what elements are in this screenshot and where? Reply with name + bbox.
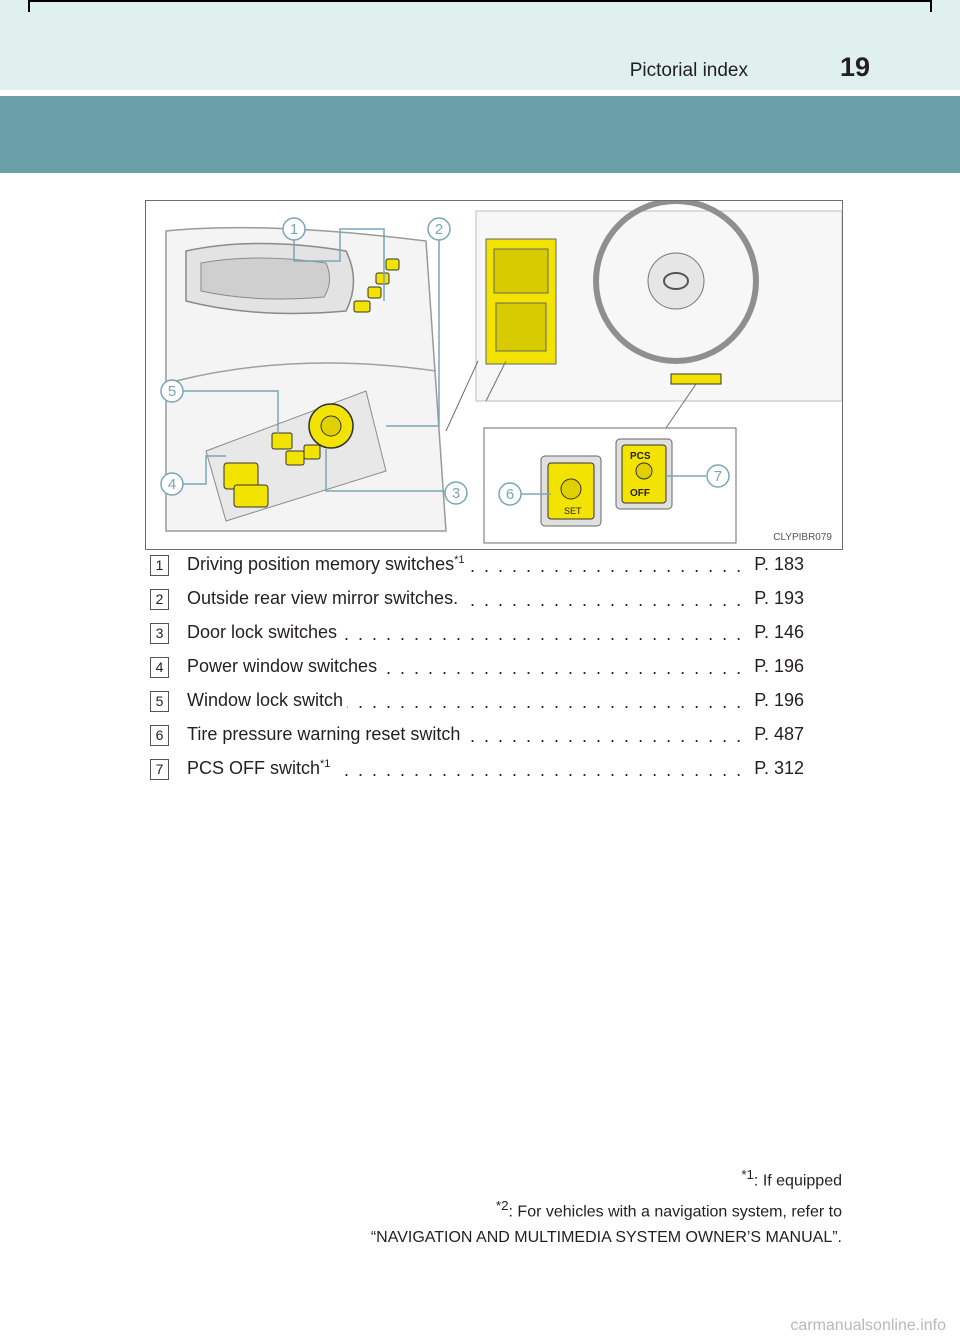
header-rule: [28, 0, 932, 2]
callout-1-label: 1: [290, 221, 298, 238]
callout-5-label: 5: [168, 383, 176, 400]
item-label: Door lock switches: [187, 622, 342, 643]
page-reference[interactable]: P. 196: [750, 656, 804, 677]
page-reference[interactable]: P. 183: [750, 554, 804, 575]
callout-4: 4: [160, 472, 184, 496]
callout-3-label: 3: [452, 485, 460, 502]
callout-1: 1: [282, 217, 306, 241]
item-number: 5: [150, 691, 169, 712]
page-reference[interactable]: P. 193: [750, 588, 804, 609]
page-reference[interactable]: P. 196: [750, 690, 804, 711]
footnote-1: *1: If equipped: [371, 1162, 842, 1193]
item-number: 3: [150, 623, 169, 644]
page-header: Pictorial index 19: [0, 0, 960, 90]
callout-7: 7: [706, 464, 730, 488]
callout-3: 3: [444, 481, 468, 505]
section-title: Pictorial index: [629, 60, 748, 81]
footnote-ref: *1: [320, 758, 331, 770]
off-label: OFF: [630, 488, 650, 499]
footnote-ref: *1: [454, 554, 465, 566]
item-label: Driving position memory switches*1: [187, 554, 469, 575]
item-label-text: Tire pressure warning reset switch: [187, 724, 461, 744]
list-item: 6 Tire pressure warning reset switch . .…: [150, 720, 810, 754]
page-number: 19: [839, 52, 870, 82]
item-label-text: Outside rear view mirror switches.: [187, 588, 459, 608]
page-reference[interactable]: P. 487: [750, 724, 804, 745]
callout-5: 5: [160, 379, 184, 403]
item-list: 1 Driving position memory switches*1 . .…: [150, 550, 810, 788]
list-item: 5 Window lock switch . . . . . . . . . .…: [150, 686, 810, 720]
list-item: 1 Driving position memory switches*1 . .…: [150, 550, 810, 584]
footnote-2: *2: For vehicles with a navigation syste…: [371, 1193, 842, 1224]
item-number: 6: [150, 725, 169, 746]
crop-mark: [930, 0, 932, 12]
section-band: [0, 96, 960, 173]
watermark[interactable]: carmanualsonline.info: [790, 1317, 946, 1334]
list-item: 4 Power window switches . . . . . . . . …: [150, 652, 810, 686]
item-number: 4: [150, 657, 169, 678]
callout-6-label: 6: [506, 486, 514, 503]
item-label: Power window switches: [187, 656, 382, 677]
page-reference[interactable]: P. 312: [750, 758, 804, 779]
callout-2: 2: [427, 217, 451, 241]
pcs-label: PCS: [630, 451, 651, 462]
callout-6: 6: [498, 482, 522, 506]
item-number: 1: [150, 555, 169, 576]
item-number: 7: [150, 759, 169, 780]
pictorial-figure: SET PCS OFF 1 2 3 4 5 6 7 CLYPIBR079: [145, 200, 843, 550]
item-label: Tire pressure warning reset switch: [187, 724, 465, 745]
item-label-text: Driving position memory switches: [187, 554, 455, 574]
list-item: 7 PCS OFF switch*1 . . . . . . . . . . .…: [150, 754, 810, 788]
callout-7-label: 7: [714, 468, 722, 485]
item-label-text: PCS OFF switch: [187, 758, 321, 778]
figure-code: CLYPIBR079: [773, 532, 832, 543]
page-reference[interactable]: P. 146: [750, 622, 804, 643]
item-number: 2: [150, 589, 169, 610]
footnote-2-mark: *2: [495, 1198, 509, 1214]
set-label: SET: [564, 506, 582, 516]
item-label: Outside rear view mirror switches.: [187, 588, 463, 609]
callout-4-label: 4: [168, 476, 176, 493]
item-label-text: Door lock switches: [187, 622, 338, 642]
callout-2-label: 2: [435, 221, 443, 238]
item-label: PCS OFF switch*1: [187, 758, 335, 779]
footnote-2-text: : For vehicles with a navigation system,…: [508, 1203, 842, 1221]
footnote-1-text: : If equipped: [753, 1172, 842, 1190]
footnote-1-mark: *1: [741, 1167, 754, 1182]
crop-mark: [28, 0, 30, 12]
cabin-illustration: SET PCS OFF 1 2 3 4 5 6 7: [160, 201, 842, 544]
list-item: 2 Outside rear view mirror switches. . .…: [150, 584, 810, 618]
item-label-text: Window lock switch: [187, 690, 344, 710]
item-label: Window lock switch: [187, 690, 348, 711]
footnote-2-line2: “NAVIGATION AND MULTIMEDIA SYSTEM OWNER’…: [370, 1228, 842, 1246]
list-item: 3 Door lock switches . . . . . . . . . .…: [150, 618, 810, 652]
item-label-text: Power window switches: [187, 656, 378, 676]
footnotes: *1: If equipped *2: For vehicles with a …: [371, 1162, 842, 1250]
